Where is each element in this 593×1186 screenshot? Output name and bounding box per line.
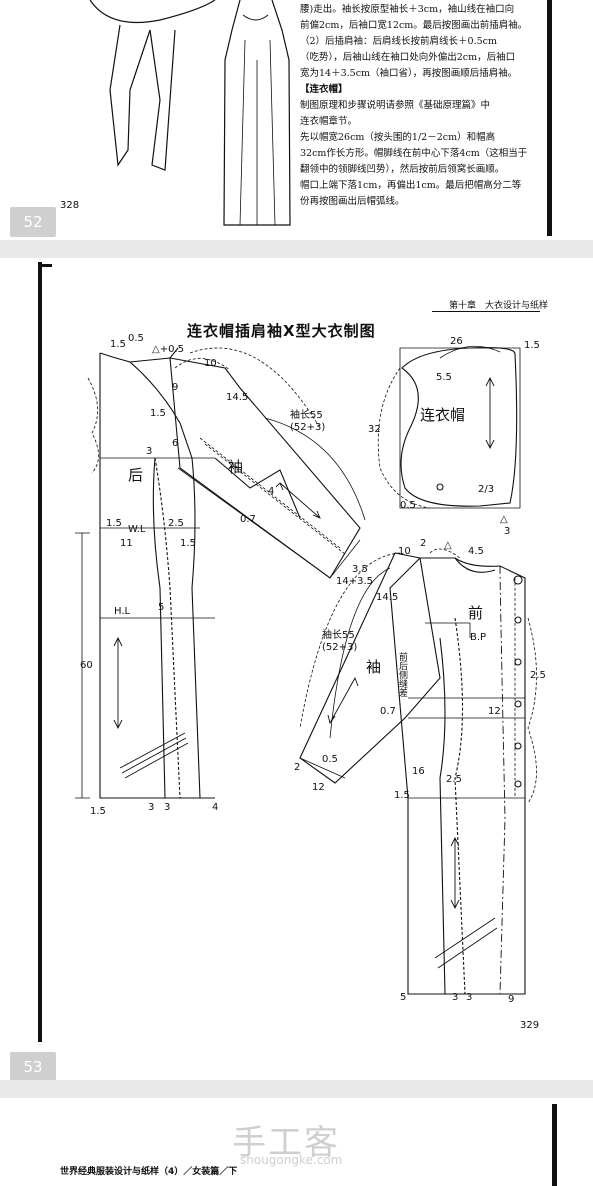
chapter-header: 第十章 大衣设计与纸样 (448, 301, 548, 311)
dim-3b: 3 (164, 802, 170, 813)
top-text-line: （2）后插肩袖：后肩线长按前肩线长＋0.5cm (300, 36, 497, 47)
dim-5: 5 (158, 602, 164, 613)
binding-tick (38, 264, 52, 267)
dim-10: 10 (204, 358, 217, 369)
dim-3a: 3 (148, 802, 154, 813)
dim-4: 4 (268, 486, 274, 497)
label-side-seam-note: 前后侧缝差 (397, 651, 408, 697)
dim-0-5-hood: 0.5 (400, 500, 416, 511)
dim-tri-plus-0-5: △+0.5 (152, 344, 184, 355)
top-text-line: 腰)走出。袖长按原型袖长＋3cm，袖山线在袖口向 (300, 4, 515, 15)
top-text-line: 宽为14＋3.5cm（袖口省），再按图画顺后插肩袖。 (300, 68, 518, 79)
dim-3-5: 3.5 (352, 564, 368, 575)
dim-0-5: 0.5 (128, 333, 144, 344)
label-sleeve-length-front-formula: (52+3) (322, 642, 357, 653)
dim-3-front-b: 3 (466, 992, 472, 1003)
dim-1-5-front: 1.5 (394, 790, 410, 801)
book-title: 世界经典服装设计与纸样（4）／女装篇／下 (60, 1167, 238, 1177)
dim-tri-front: △ (444, 540, 452, 551)
label-sleeve-length-back-formula: (52+3) (290, 422, 325, 433)
page-number-328: 328 (60, 200, 80, 211)
dim-14-plus-3-5: 14+3.5 (336, 576, 373, 587)
current-page: 第十章 大衣设计与纸样 连衣帽插肩袖X型大衣制图 (0, 258, 593, 1080)
previous-page: 腰)走出。袖长按原型袖长＋3cm，袖山线在袖口向 前偏2cm，后袖口宽12cm。… (0, 0, 593, 240)
dim-3-front-a: 3 (452, 992, 458, 1003)
top-text-line: 前偏2cm，后袖口宽12cm。最后按图画出前插肩袖。 (300, 20, 528, 31)
dim-1-5-hood: 1.5 (524, 340, 540, 351)
page-number-329: 329 (520, 1020, 540, 1031)
dim-14-5-front: 14.5 (376, 592, 398, 603)
watermark-logo: 手工客 (232, 1123, 340, 1163)
top-text-line: 先以帽宽26cm（按头围的1/2－2cm）和帽高 (300, 132, 496, 143)
dim-2-5-button: 2.5 (530, 670, 546, 681)
previous-page-drawing (89, 0, 291, 226)
dim-60: 60 (80, 660, 93, 671)
label-sleeve-length-front: 袖长55 (322, 628, 355, 641)
dim-1-5: 1.5 (110, 339, 126, 350)
header-rule (432, 311, 540, 312)
top-text-line: 【连衣帽】 (300, 84, 348, 95)
binding-edge (38, 262, 42, 1042)
dim-12-cuff: 12 (312, 782, 325, 793)
dim-0-7-front: 0.7 (380, 706, 396, 717)
label-hip-line: H.L (114, 606, 131, 617)
dim-6: 6 (172, 438, 178, 449)
top-text-line: 32cm作长方形。帽脚线在前中心下落4cm（这相当于 (300, 148, 528, 159)
pattern-drawing: 后 袖 连衣帽 前 袖 袖长55 (52+3) 袖长55 (52+3) W.L … (75, 333, 546, 1005)
page-badge-52: 52 (10, 207, 56, 237)
dim-2-5: 2.5 (168, 518, 184, 529)
dim-1-5d: 1.5 (180, 538, 196, 549)
dim-2-3-hood: 2/3 (478, 484, 494, 495)
top-text-line: 份再按图画出后帽弧线。 (300, 196, 405, 207)
dim-4-5: 4.5 (468, 546, 484, 557)
top-text-line: 翻领中的领脚线凹势），然后按前后领窝长画顺。 (300, 164, 505, 175)
dim-1-5b: 1.5 (150, 408, 166, 419)
dim-1-5e: 1.5 (90, 806, 106, 817)
label-front-sleeve: 袖 (366, 658, 381, 676)
dim-12-front: 12 (488, 706, 501, 717)
dim-2-front: 2 (420, 538, 426, 549)
page-badge-53: 53 (10, 1052, 56, 1080)
top-text-line: 制图原理和步骤说明请参照《基础原理篇》中 (300, 100, 491, 111)
dim-9: 9 (172, 382, 178, 393)
dim-32: 32 (368, 424, 381, 435)
dim-3: 3 (146, 446, 152, 457)
dim-14-5: 14.5 (226, 392, 248, 403)
dim-26: 26 (450, 336, 463, 347)
dim-10-front: 10 (398, 546, 411, 557)
dim-4b: 4 (212, 802, 218, 813)
binding-edge (552, 1104, 557, 1186)
watermark-url: shougongke.com (240, 1153, 343, 1167)
dim-tri-3-hood: 3 (504, 526, 510, 537)
label-waist-line: W.L (128, 524, 146, 535)
label-sleeve-length-back: 袖长55 (290, 408, 323, 421)
label-front: 前 (468, 604, 483, 622)
dim-1-5c: 1.5 (106, 518, 122, 529)
top-text-line: 连衣帽章节。 (300, 116, 358, 127)
figure-title: 连衣帽插肩袖X型大衣制图 (187, 322, 376, 340)
label-bust-point: B.P (470, 632, 486, 643)
dim-5-front-hem: 5 (400, 992, 406, 1003)
next-page: 世界经典服装设计与纸样（4）／女装篇／下 (0, 1098, 593, 1186)
dim-tri-hood: △ (500, 514, 508, 525)
dim-11: 11 (120, 538, 133, 549)
dim-2-5-front: 2.5 (446, 774, 462, 785)
label-back: 后 (128, 466, 143, 484)
top-text-line: （吃势），后袖山线在袖口处向外偏出2cm，后袖口 (300, 52, 516, 63)
dim-9-front-hem: 9 (508, 994, 514, 1005)
dim-0-5-front: 0.5 (322, 754, 338, 765)
dim-2-front-cuff: 2 (294, 762, 300, 773)
dim-0-7: 0.7 (240, 514, 256, 525)
label-hood: 连衣帽 (420, 406, 465, 424)
dim-16: 16 (412, 766, 425, 777)
binding-edge (547, 0, 552, 236)
label-back-sleeve: 袖 (228, 458, 243, 476)
top-text-line: 帽口上端下落1cm，再偏出1cm。最后把帽高分二等 (300, 180, 522, 191)
dim-5-5: 5.5 (436, 372, 452, 383)
